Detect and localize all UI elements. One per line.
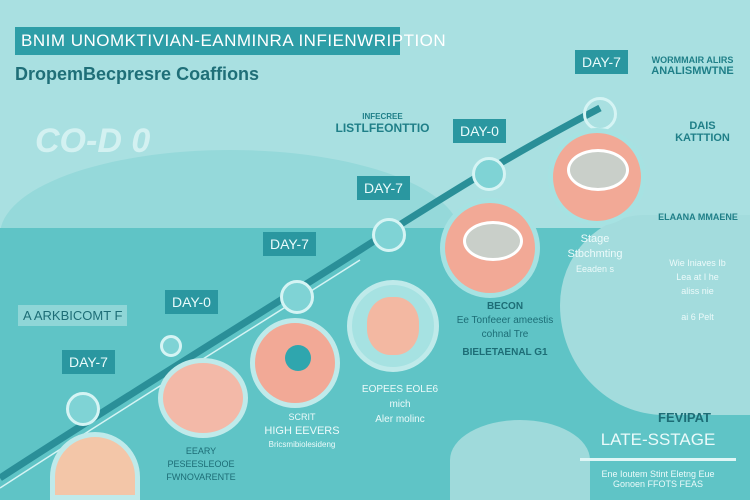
page-title: BNIM UNOMKTIVIAN-EANMINRA INFIENWRIPTION xyxy=(15,27,446,55)
brain-illustration xyxy=(158,358,248,438)
timeline-node xyxy=(583,97,617,131)
day-label: DAY-7 xyxy=(62,350,115,374)
droplet-icon xyxy=(285,345,311,371)
tube-illustration xyxy=(250,318,340,408)
timeline-node xyxy=(372,218,406,252)
day-label: DAY-7 xyxy=(357,176,410,200)
annotation: ELAANA MMAENE xyxy=(658,212,738,222)
late-stage-panel: FEVIPAT LATE-SSTAGE Ene Ioutem Stint Ele… xyxy=(570,410,746,489)
brain-illustration xyxy=(548,128,646,226)
skin-illustration xyxy=(50,432,140,500)
annotation: Ene Ioutem Stint Eletng Eue xyxy=(601,469,715,479)
annotation: Gonoen FFOTS FEAS xyxy=(612,479,704,489)
day-label: DAY-0 xyxy=(165,290,218,314)
timeline-node xyxy=(472,157,506,191)
day-label: DAY-7 xyxy=(263,232,316,256)
timeline-node xyxy=(66,392,100,426)
day-label: DAY-7 xyxy=(575,50,628,74)
late-stage-heading: LATE-SSTAGE xyxy=(600,430,716,449)
ghost-text: CO-D 0 xyxy=(35,122,151,160)
brain-icon xyxy=(567,149,629,191)
background-wave xyxy=(450,420,590,500)
brain-icon xyxy=(463,221,523,261)
timeline-line xyxy=(0,104,602,481)
day-label: DAY-0 xyxy=(453,119,506,143)
annotation: FEVIPAT xyxy=(658,410,711,425)
divider xyxy=(580,458,736,461)
stage-label: A ARKBICOMT F xyxy=(18,305,128,326)
brain-icon xyxy=(367,297,419,355)
background-wave xyxy=(560,215,750,415)
timeline-node xyxy=(160,335,182,357)
brain-illustration xyxy=(440,198,540,298)
brain-illustration xyxy=(347,280,439,372)
subtitle: DropemBecpresre Coaffions xyxy=(15,64,260,84)
timeline-node xyxy=(280,280,314,314)
